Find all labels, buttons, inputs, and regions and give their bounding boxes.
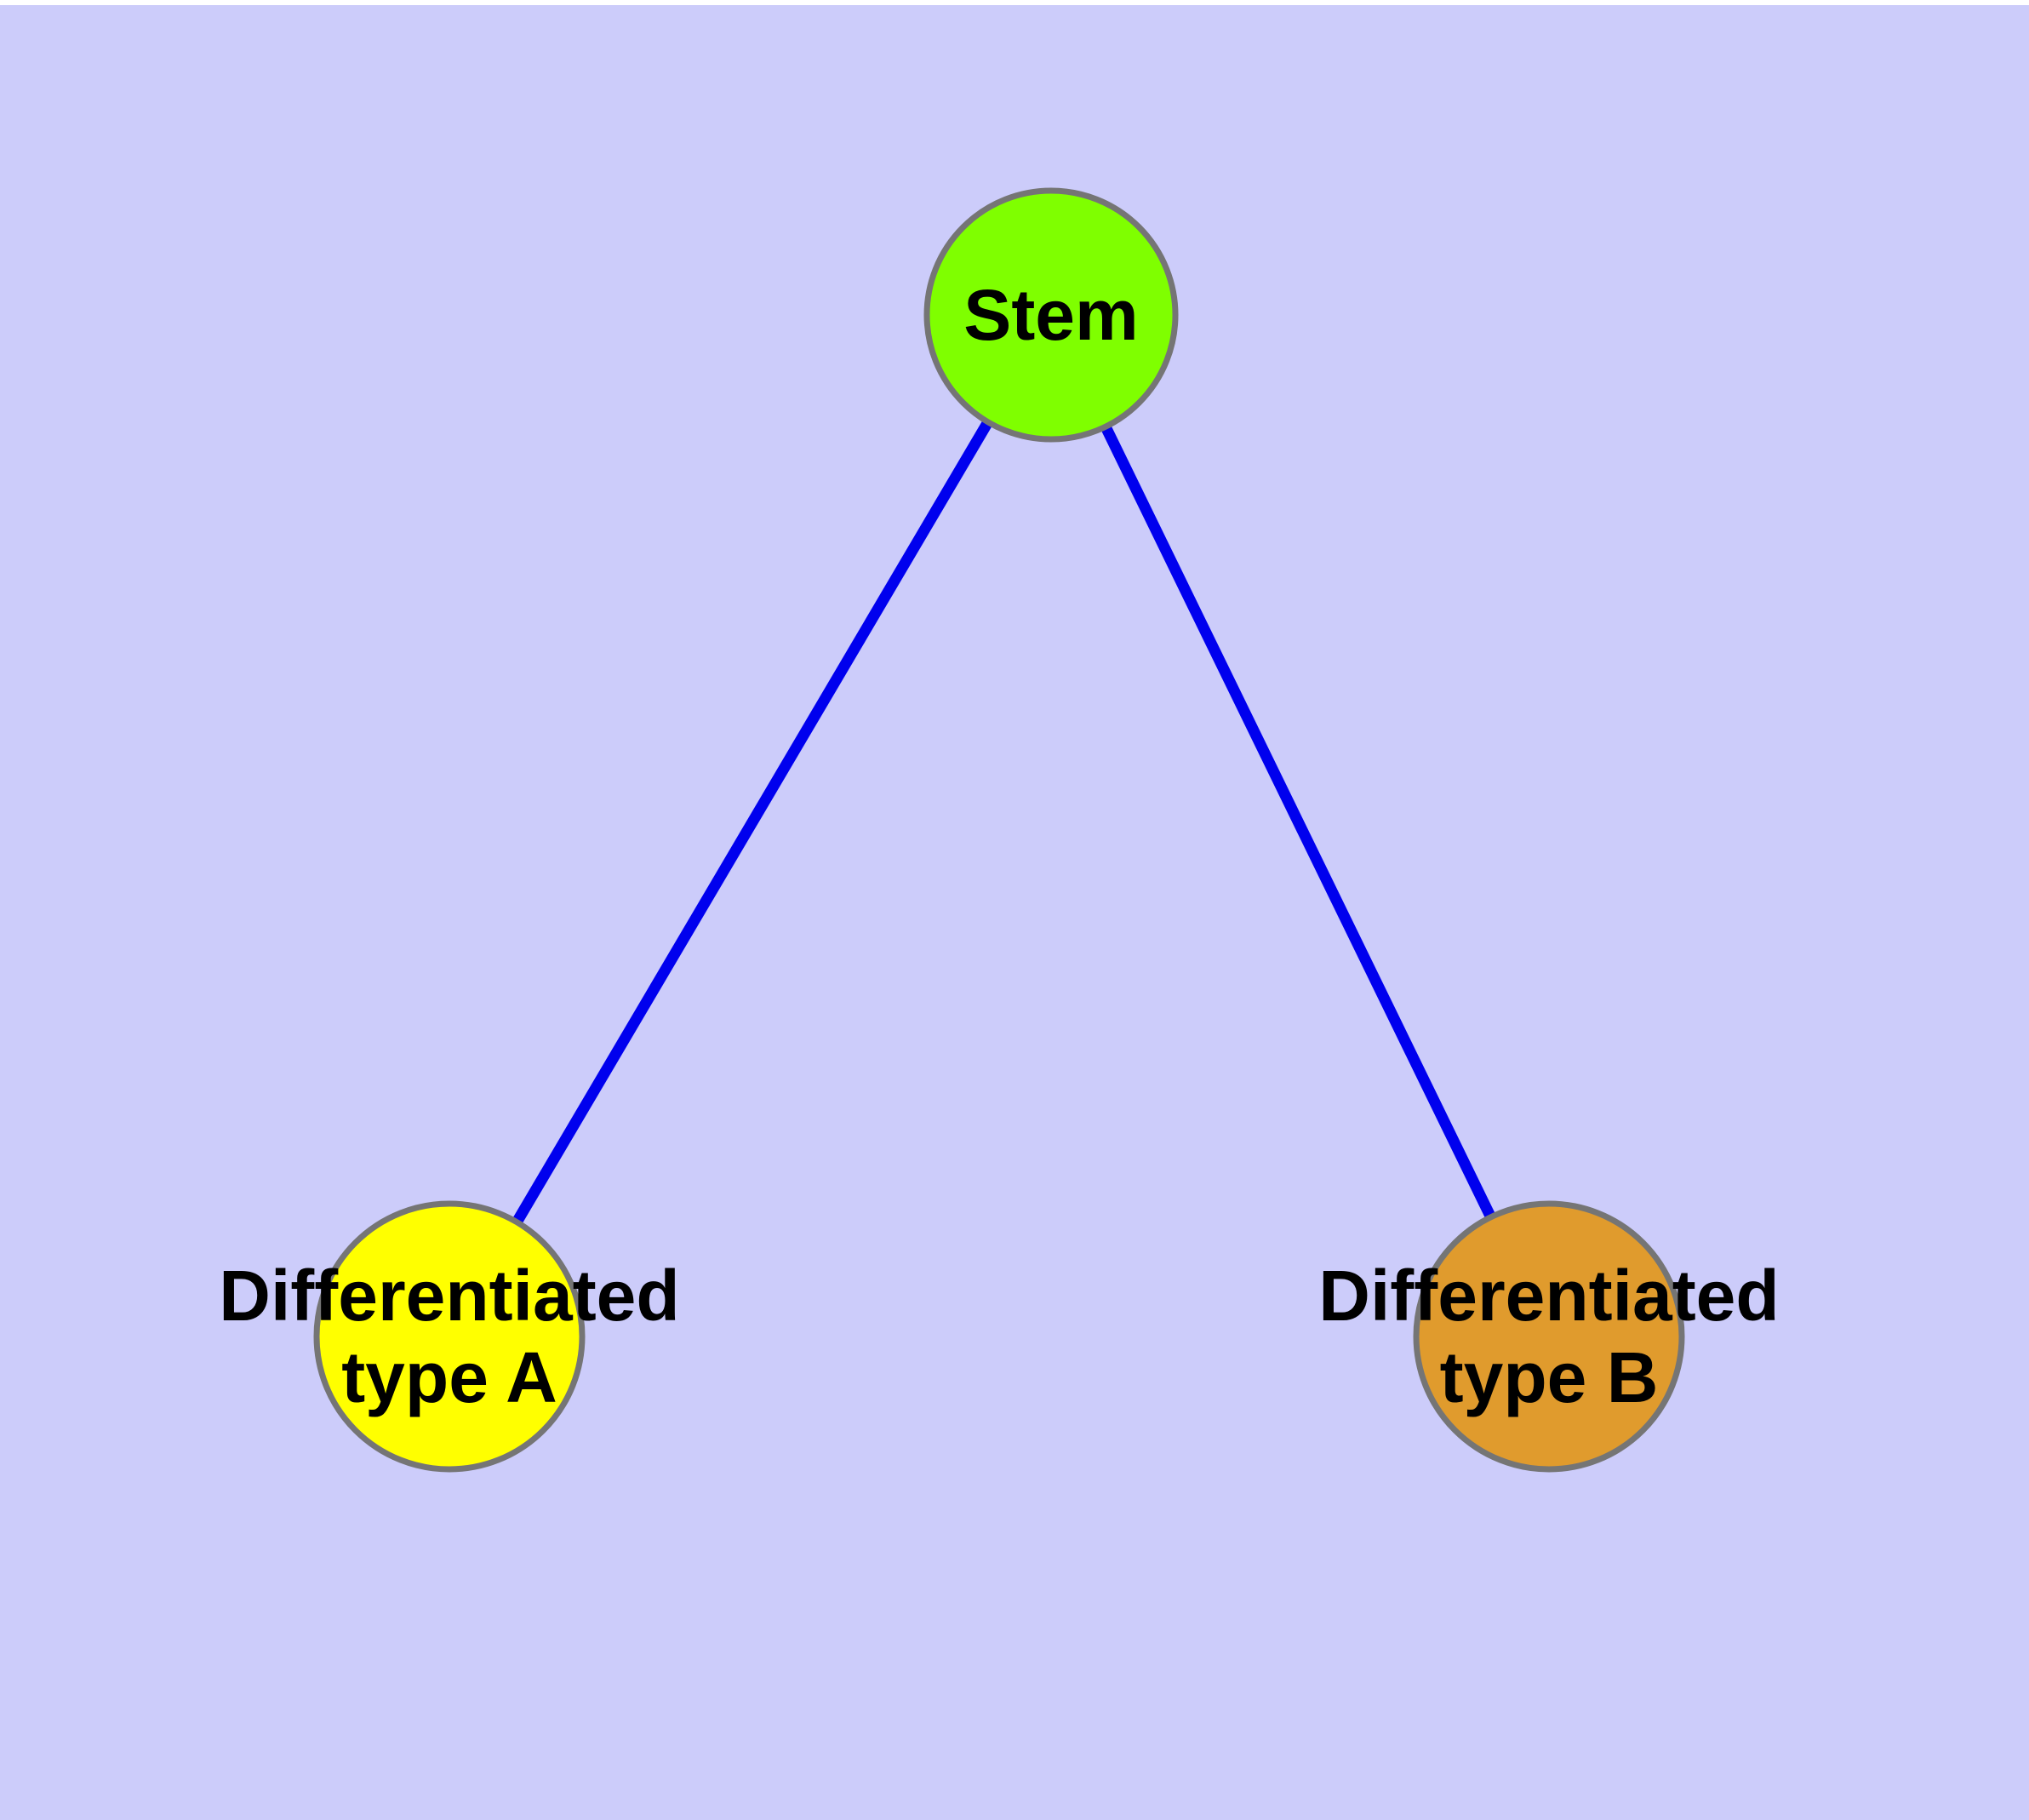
labels-layer: Stem Differentiated type A Differentiate… xyxy=(219,275,1779,1417)
edge-stem-to-differentiated-type-b[interactable] xyxy=(1046,312,1554,1339)
node-label-differentiated-type-b-line2: type B xyxy=(1440,1337,1659,1417)
node-differentiated-type-a[interactable] xyxy=(313,1200,586,1473)
node-label-differentiated-type-a-line1: Differentiated xyxy=(219,1256,679,1336)
node-stem[interactable] xyxy=(923,187,1179,443)
nodes-layer xyxy=(313,187,1685,1473)
node-differentiated-type-b[interactable] xyxy=(1413,1200,1685,1473)
node-label-differentiated-type-b-line1: Differentiated xyxy=(1318,1256,1779,1336)
edges-layer xyxy=(444,312,1554,1340)
node-label-differentiated-type-a-line2: type A xyxy=(341,1337,557,1417)
node-label-stem: Stem xyxy=(963,275,1138,355)
edge-stem-to-differentiated-type-a[interactable] xyxy=(444,312,1056,1340)
